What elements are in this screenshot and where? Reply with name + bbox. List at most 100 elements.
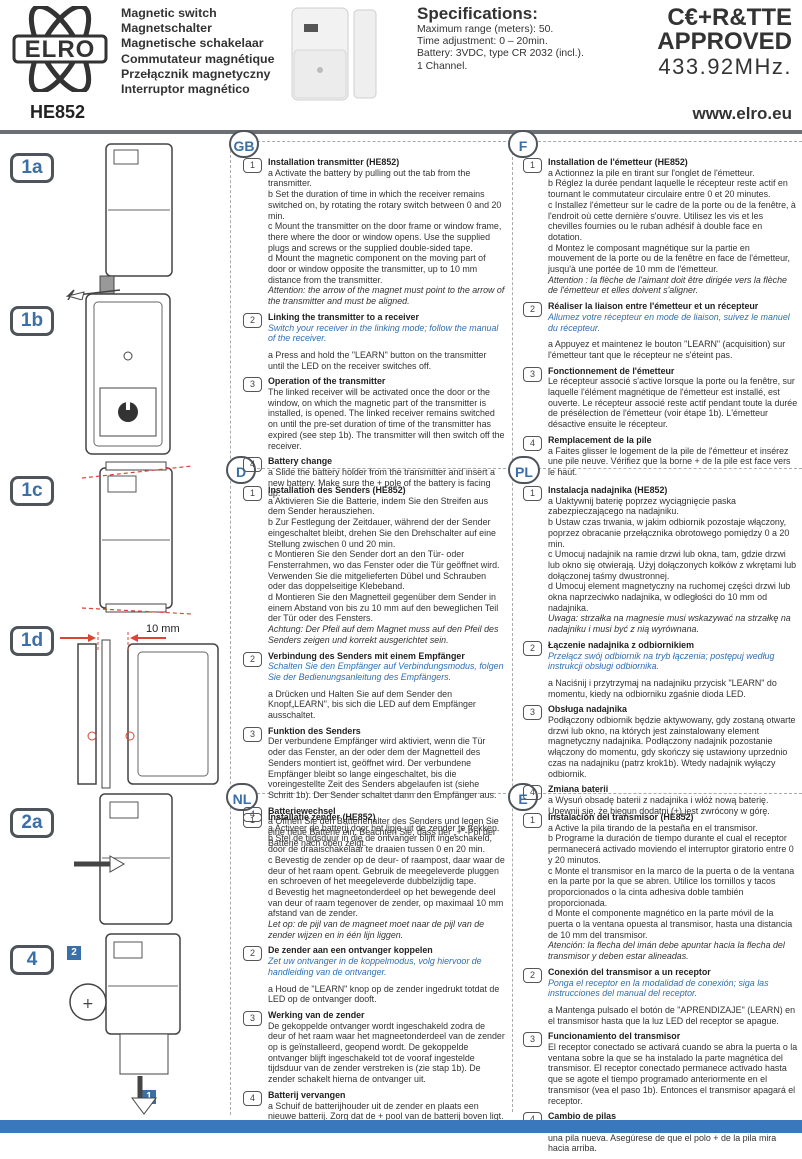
distance-label: 10 mm	[146, 623, 180, 635]
nl-install-note: Let op: de pijl van de magneet moet naar…	[268, 919, 485, 940]
pl-install-title: Instalacja nadajnika (HE852)	[548, 485, 668, 495]
figure-1a	[60, 140, 230, 305]
figure-1c	[62, 458, 230, 623]
gb-battery-a: a Slide the battery holder from the tran…	[268, 466, 495, 499]
step-number: 4	[243, 457, 262, 473]
badge-d: D	[226, 456, 256, 484]
e-install-c: c Monte el transmisor en la marco de la …	[548, 865, 795, 908]
badge-pl: PL	[508, 456, 540, 484]
e-operation-text: El receptor conectado se activará cuando…	[548, 1042, 798, 1106]
step-number: 3	[523, 1032, 542, 1048]
pl-battery-title: Zmiana baterii	[548, 784, 609, 795]
step-number: 4	[243, 1090, 262, 1106]
product-photo	[286, 6, 382, 104]
e-link-a: a Mantenga pulsado el botón de "APRENDIZ…	[548, 1004, 796, 1026]
f-link-instruction: Allumez votre récepteur en mode de liais…	[548, 311, 790, 333]
spec-range: Maximum range (meters): 50.	[417, 24, 554, 35]
f-install-d: d Montez le composant magnétique sur la …	[548, 242, 790, 275]
gb-operation-title: Operation of the transmitter	[268, 376, 386, 387]
section-e: 1 Instalación del transmisor (HE852) a A…	[521, 812, 798, 1159]
cert-approved: APPROVED	[657, 28, 792, 55]
d-link-title: Verbindung des Senders mit einem Empfäng…	[268, 650, 465, 661]
title-pl: Przełącznik magnetyczny	[121, 66, 271, 81]
pl-install-c: c Umocuj nadajnik na ramie drzwi lub okn…	[548, 549, 797, 581]
title-en: Magnetic switch	[121, 6, 217, 20]
middle-divider	[512, 142, 513, 1112]
column-divider	[230, 140, 231, 1115]
step-number: 2	[243, 312, 262, 328]
title-nl: Magnetische schakelaar	[121, 36, 264, 51]
specifications: Specifications: Maximum range (meters): …	[417, 4, 607, 73]
callout-2: 2	[67, 946, 81, 960]
section-pl: 1 Instalacja nadajnika (HE852) a Uaktywn…	[521, 485, 798, 821]
nl-battery-a: a Schuif de batterijhouder uit de zender…	[268, 1100, 504, 1122]
cert-ce-rtte: C€+R&TTE	[667, 4, 792, 31]
step-number: 1	[243, 158, 262, 173]
d-install-title: Installation des Senders (HE852)	[268, 485, 406, 495]
nl-install-title: Installatie zender (HE852)	[268, 812, 376, 822]
step-number: 2	[523, 967, 542, 983]
pl-battery-a: a Wysuń obsadę baterii z nadajnika i włó…	[548, 794, 770, 816]
figure-1d	[58, 620, 230, 795]
step-1d-label: 1d	[10, 626, 54, 656]
product-titles: Magnetic switch Magnetschalter Magnetisc…	[121, 6, 275, 97]
f-install-title: Installation de l'émetteur (HE852)	[548, 157, 688, 167]
nl-install-c: c Bevestig de zender op de deur- of raam…	[268, 854, 505, 887]
d-battery-a: a Öffnen Sie den Batteriehalter des Send…	[268, 816, 499, 848]
step-number: 3	[243, 377, 262, 393]
step-number: 3	[243, 726, 262, 742]
certification: C€+R&TTE APPROVED 433.92MHz.	[632, 6, 792, 80]
pl-install-d: d Umocuj element magnetyczny na ruchomej…	[548, 581, 791, 613]
pl-operation-text: Podłączony odbiornik będzie aktywowany, …	[548, 715, 796, 779]
nl-operation-title: Werking van de zender	[268, 1009, 365, 1020]
d-install-a: a Aktivieren Sie die Batterie, indem Sie…	[268, 495, 489, 517]
e-battery-title: Cambio de pilas	[548, 1111, 617, 1122]
figure-4: +	[62, 930, 230, 1121]
section-f: 1 Installation de l'émetteur (HE852) a A…	[521, 157, 798, 483]
gb-link-instruction: Switch your receiver in the linking mode…	[268, 322, 499, 344]
d-link-a: a Drücken und Halten Sie auf dem Sender …	[268, 688, 476, 721]
spec-channel: 1 Channel.	[417, 60, 468, 72]
step-number: 3	[523, 366, 542, 382]
d-link-instruction: Schalten Sie den Empfänger auf Verbindun…	[268, 661, 504, 682]
pl-operation-title: Obsługa nadajnika	[548, 704, 627, 715]
spec-battery: Battery: 3VDC, type CR 2032 (incl.).	[417, 48, 584, 60]
step-number: 1	[523, 486, 542, 501]
step-number: 4	[523, 785, 542, 801]
gb-install-a: a Activate the battery by pulling out th…	[268, 167, 471, 189]
gb-install-b: b Set the duration of time in which the …	[268, 189, 502, 221]
pl-link-title: Łączenie nadajnika z odbiornikiem	[548, 639, 694, 650]
step-number: 3	[243, 1010, 262, 1026]
figure-2a	[70, 788, 220, 933]
step-2a-label: 2a	[10, 808, 54, 838]
figure-1b	[80, 292, 200, 467]
gb-link-a: a Press and hold the "LEARN" button on t…	[268, 349, 487, 371]
gb-battery-title: Battery change	[268, 456, 333, 467]
gb-install-d: d Mount the magnetic component on the mo…	[268, 253, 486, 285]
header-divider	[0, 130, 802, 134]
step-number: 2	[523, 302, 542, 318]
d-install-d: d Montieren Sie den Magnetteil gegenüber…	[268, 592, 499, 624]
section-d: 1 Installation des Senders (HE852) a Akt…	[241, 485, 505, 854]
section-gb: 1 Installation transmitter (HE852) a Act…	[241, 157, 505, 504]
gb-install-c: c Mount the transmitter on the door fram…	[268, 221, 502, 253]
e-link-instruction: Ponga el receptor en la modalidad de con…	[548, 977, 769, 999]
nl-operation-text: De gekoppelde ontvanger wordt ingeschake…	[268, 1020, 505, 1085]
model-number: HE852	[30, 102, 86, 122]
website: www.elro.eu	[692, 104, 792, 123]
title-es: Interruptor magnético	[121, 82, 250, 97]
gb-install-title: Installation transmitter (HE852)	[268, 157, 400, 167]
f-operation-text: Le récepteur associé s'active lorsque la…	[548, 376, 798, 430]
e-install-note: Atención: la flecha del imán debe apunta…	[548, 940, 785, 962]
f-link-title: Réaliser la liaison entre l'émetteur et …	[548, 301, 759, 312]
f-battery-title: Remplacement de la pile	[548, 434, 652, 445]
nl-link-title: De zender aan een ontvanger koppelen	[268, 945, 433, 956]
e-install-b: b Programe la duración de tiempo durante…	[548, 833, 794, 865]
gb-link-title: Linking the transmitter to a receiver	[268, 311, 419, 322]
badge-nl: NL	[226, 783, 258, 811]
step-1a-label: 1a	[10, 153, 54, 183]
step-number: 1	[243, 486, 262, 501]
e-install-title: Instalación del transmisor (HE852)	[548, 812, 694, 822]
d-battery-title: Batteriewechsel	[268, 805, 336, 816]
section-nl: 1 Installatie zender (HE852) a Activeer …	[241, 812, 505, 1127]
